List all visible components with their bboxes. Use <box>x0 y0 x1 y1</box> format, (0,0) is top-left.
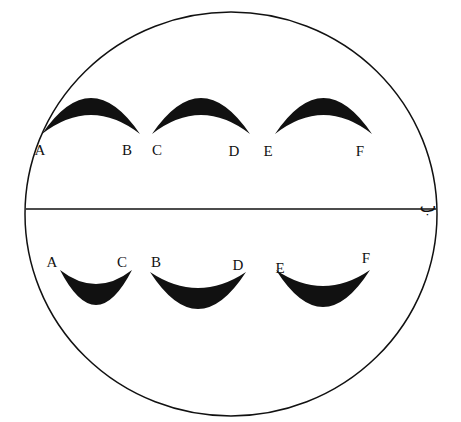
crescent-arc <box>152 98 250 134</box>
divider-line <box>26 208 436 209</box>
point-label: D <box>233 258 244 273</box>
point-label: E <box>275 261 284 276</box>
point-label: B <box>122 143 132 158</box>
crescent-arc <box>276 270 370 307</box>
point-label: D <box>229 144 240 159</box>
outer-circle <box>25 12 437 416</box>
crescent-arc <box>60 270 132 305</box>
crescent-group <box>42 98 372 309</box>
point-label: A <box>35 143 46 158</box>
point-label: B <box>151 255 161 270</box>
crescent-arc <box>150 272 246 309</box>
crescent-arc <box>42 98 140 134</box>
point-label: C <box>117 255 127 270</box>
point-label: C <box>152 143 162 158</box>
point-label: F <box>356 144 364 159</box>
margin-mark: ب <box>420 197 437 215</box>
crescent-arc <box>275 98 372 134</box>
point-label: A <box>47 255 58 270</box>
point-label: E <box>263 144 272 159</box>
point-label: F <box>362 251 370 266</box>
